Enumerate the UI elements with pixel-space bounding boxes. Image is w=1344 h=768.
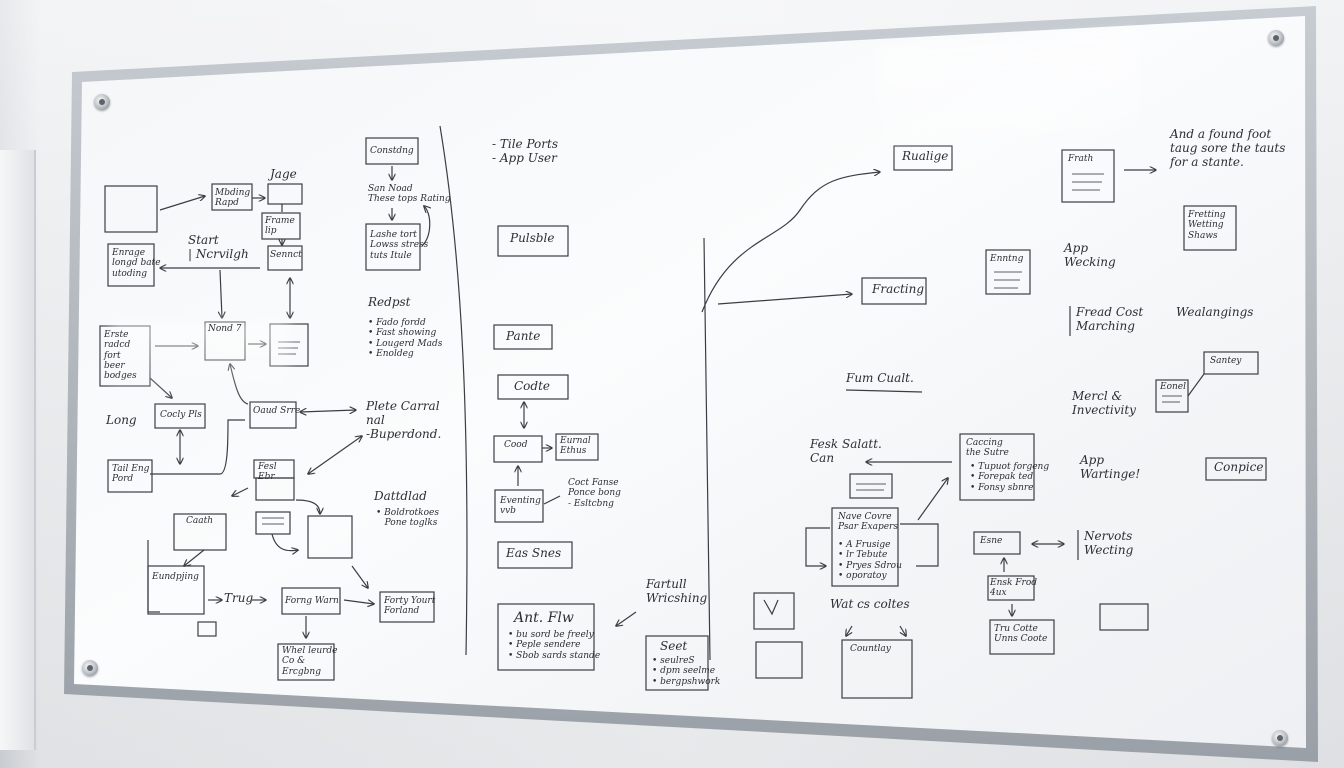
note: Nond 7	[208, 324, 242, 334]
note: And a found foot taug sore the tauts for…	[1170, 127, 1286, 169]
note: Jage	[270, 167, 297, 181]
door-frame	[0, 150, 36, 750]
note: • A Frusige • lr Tebute • Pryes Sdrou • …	[838, 540, 902, 582]
note: Mbding Rapd	[215, 188, 251, 209]
note: • Tupuot forgeng • Forepak ted • Fonsy s…	[970, 462, 1050, 493]
note: Codte	[514, 379, 551, 393]
note: Pulsble	[510, 231, 555, 245]
note: Lashe tort Lowss stress tuts Itule	[370, 230, 429, 261]
note: Ant. Flw	[514, 610, 574, 626]
note: Frame lip	[265, 216, 295, 237]
note: Erste radcd fort beer bodges	[104, 330, 137, 382]
note: - Tile Ports - App User	[492, 137, 558, 165]
note: Fread Cost Marching	[1076, 305, 1144, 333]
note: Seet	[660, 639, 688, 653]
note: Ensk Frod 4ux	[990, 578, 1038, 599]
note: Oaud Srre	[253, 406, 301, 416]
mounting-screw-icon	[1272, 730, 1288, 746]
note: Dattdlad	[374, 489, 427, 503]
note: Whel leurde Co & Ercgbng	[282, 646, 338, 677]
note: Enrage longd bate utoding	[112, 248, 161, 279]
note: Trug	[224, 591, 254, 605]
note: Conpice	[1214, 460, 1264, 474]
note: Wat cs coltes	[830, 597, 910, 611]
note: • seulreS • dpm seelme • bergpshwork	[652, 656, 721, 687]
board-surface	[74, 16, 1306, 748]
note: Forng Warn	[285, 596, 339, 606]
note: Esne	[980, 536, 1003, 546]
note: Start | Ncrvilgh	[188, 233, 249, 261]
note: Sennct	[270, 250, 302, 260]
mounting-screw-icon	[82, 660, 98, 676]
note: Fartull Wricshing	[646, 577, 708, 605]
note: Tail Eng Pord	[112, 464, 150, 485]
note: Cocly Pls	[160, 410, 202, 420]
mounting-screw-icon	[94, 94, 110, 110]
note: • bu sord be freely • Peple sendere • Sb…	[508, 630, 601, 661]
note: • Fado fordd • Fast showing • Lougerd Ma…	[368, 318, 443, 360]
mounting-screw-icon	[1268, 30, 1284, 46]
note: Tru Cotte Unns Coote	[994, 624, 1048, 645]
note: Fesl Ebr	[258, 462, 277, 483]
scribble-lines	[262, 173, 1182, 525]
note: Fum Cualt.	[846, 371, 914, 385]
note: Santey	[1210, 356, 1242, 366]
note: • Boldrotkoes Pone toglks	[376, 508, 439, 529]
note: Wealangings	[1176, 305, 1254, 319]
note: Mercl & Invectivity	[1072, 389, 1136, 417]
note: Pante	[506, 329, 541, 343]
note: Eurnal Ethus	[560, 436, 591, 457]
note: Fracting	[872, 282, 925, 296]
note: Coct Fanse Ponce bong - Esltcbng	[568, 478, 621, 509]
note: Redpst	[368, 295, 411, 309]
note: Fesk Salatt. Can	[810, 437, 882, 465]
note: Caath	[186, 516, 214, 526]
note: Nervots Wecting	[1084, 529, 1134, 557]
note: Countlay	[850, 644, 891, 654]
note: App Wecking	[1064, 241, 1116, 269]
note: Frath	[1068, 154, 1094, 164]
note: App Wartinge!	[1080, 453, 1141, 481]
note: Long	[106, 413, 137, 427]
note: Eundpjing	[152, 572, 199, 582]
note: Constdng	[370, 146, 414, 156]
note: Forty Yourt Forland	[384, 596, 436, 617]
note: Rualige	[902, 149, 949, 163]
note: Fretting Wetting Shaws	[1188, 210, 1226, 241]
note: Eventing vvb	[500, 496, 541, 517]
note: Plete Carral nal -Buperdond.	[366, 399, 442, 441]
note: Eonel	[1160, 382, 1186, 392]
note: Eas Snes	[506, 546, 562, 560]
note: Enntng	[990, 254, 1024, 264]
note: Nave Covre Psar Exapers	[838, 512, 898, 533]
note: Cood	[504, 440, 528, 450]
note: San Noad These tops Rating	[368, 184, 451, 205]
note: Caccing the Sutre	[966, 438, 1009, 459]
